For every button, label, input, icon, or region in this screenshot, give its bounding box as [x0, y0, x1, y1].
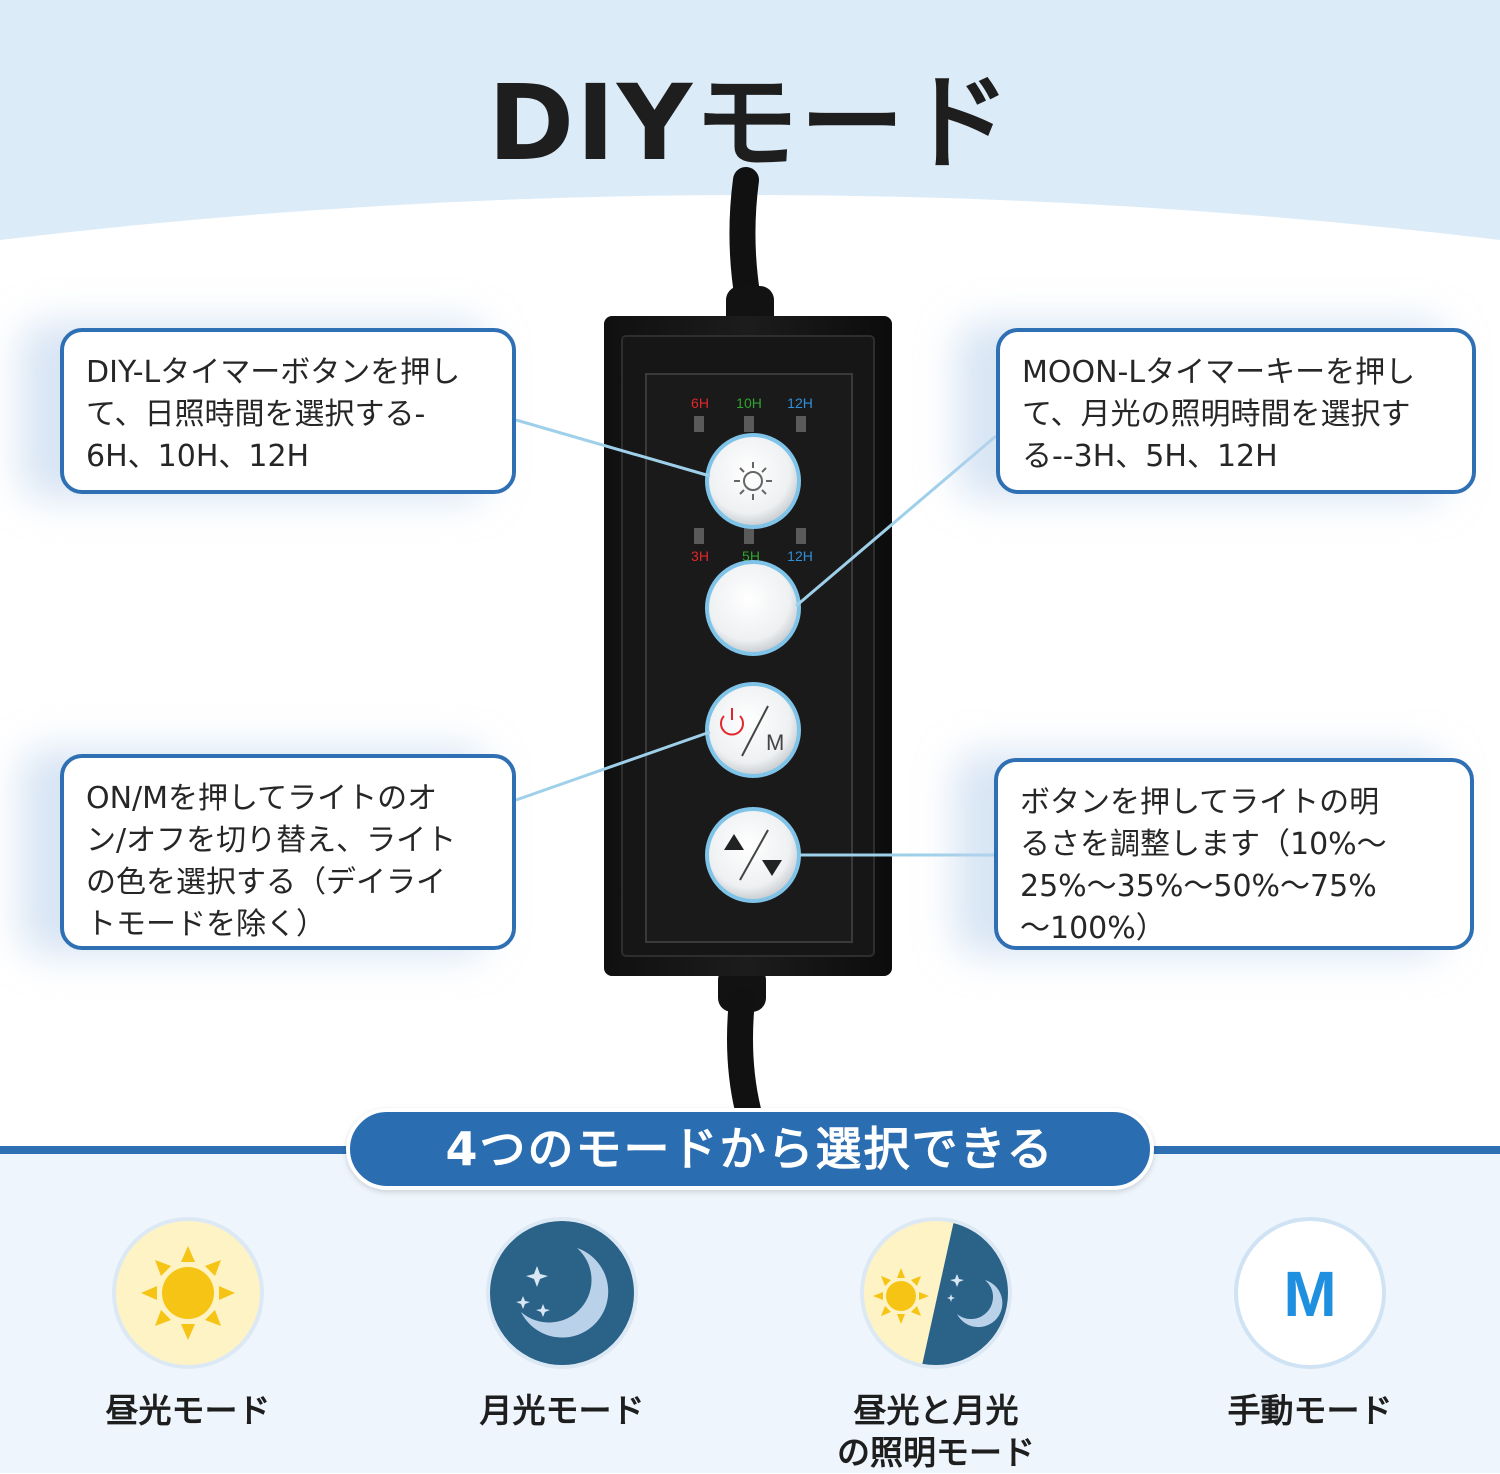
moon-timer-button-hit[interactable]	[707, 562, 799, 654]
callout-line: ン/オフを切り替え、ライト	[86, 823, 457, 858]
timer-label-12h: 12H	[787, 395, 813, 411]
sun-icon	[112, 1217, 264, 1369]
callout-line: るさを調整します（10%～	[1020, 827, 1387, 862]
mode-label: 昼光と月光 の照明モード	[806, 1390, 1066, 1474]
brightness-button-hit[interactable]	[707, 809, 799, 901]
connector-line	[515, 730, 711, 802]
timer-label-6h: 6H	[691, 395, 709, 411]
moon-icon	[486, 1217, 638, 1369]
diy-sun-button-hit[interactable]	[707, 435, 799, 527]
mode-moonlight: 月光モード	[432, 1216, 692, 1432]
on-m-button-hit[interactable]	[707, 684, 799, 776]
callout-line: MOON-Lタイマーキーを押し	[1022, 355, 1416, 390]
arrow-down-icon	[762, 860, 782, 876]
arrow-up-icon	[724, 834, 744, 850]
timer-label-5h: 5H	[742, 548, 760, 564]
led-indicator	[694, 416, 704, 432]
sun-moon-icon	[860, 1217, 1012, 1369]
connector-line	[515, 418, 711, 478]
timer-label-12h: 12H	[787, 548, 813, 564]
led-indicator	[694, 528, 704, 544]
led-indicator	[744, 528, 754, 544]
modes-banner: 4つのモードから選択できる	[346, 1108, 1154, 1190]
led-indicator	[796, 416, 806, 432]
cable-bottom	[727, 987, 761, 1123]
crescent-moon-icon	[957, 1280, 1003, 1328]
callout-diy-timer: DIY-Lタイマーボタンを押し て、日照時間を選択する- 6H、10H、12H	[60, 328, 516, 494]
callout-on-m: ON/Mを押してライトのオ ン/オフを切り替え、ライト の色を選択する（デイライ…	[60, 754, 516, 950]
callout-line: て、月光の照明時間を選択す	[1022, 397, 1411, 432]
callout-moon-timer: MOON-Lタイマーキーを押し て、月光の照明時間を選択す る--3H、5H、1…	[996, 328, 1476, 494]
timer-label-10h: 10H	[736, 395, 762, 411]
sun-outline-icon	[734, 462, 772, 500]
callout-line: て、日照時間を選択する-	[86, 397, 426, 432]
moon-timer-button	[705, 560, 801, 656]
mode-label-line: の照明モード	[837, 1433, 1035, 1472]
mode-label: 昼光モード	[105, 1391, 271, 1430]
brightness-button	[705, 807, 801, 903]
callout-line: ON/Mを押してライトのオ	[86, 781, 438, 816]
timer-label-3h: 3H	[691, 548, 709, 564]
page-title: DIYモード	[487, 62, 1013, 184]
callout-line: る--3H、5H、12H	[1022, 439, 1278, 474]
callout-line: 6H、10H、12H	[86, 439, 310, 474]
mode-label-line: 昼光と月光	[853, 1391, 1019, 1430]
star-icon	[516, 1266, 550, 1317]
led-indicator	[796, 528, 806, 544]
sun-icon	[873, 1268, 929, 1324]
mode-label: 月光モード	[479, 1391, 645, 1430]
callout-line: ボタンを押してライトの明	[1020, 785, 1380, 820]
mode-label: 手動モード	[1227, 1391, 1393, 1430]
manual-m-text: M	[1283, 1258, 1336, 1330]
mode-manual: M 手動モード	[1180, 1216, 1440, 1432]
m-letter-icon: M	[1234, 1217, 1386, 1369]
mode-day-and-moon: 昼光と月光 の照明モード	[806, 1216, 1066, 1474]
callout-line: ～100%）	[1020, 911, 1166, 946]
power-icon	[720, 708, 744, 736]
callout-line: DIY-Lタイマーボタンを押し	[86, 355, 461, 390]
on-m-button: M	[705, 682, 801, 778]
m-letter: M	[766, 730, 784, 755]
diy-sun-button	[705, 433, 801, 529]
connector-line	[795, 434, 997, 608]
callout-line: 25%～35%～50%～75%	[1020, 869, 1377, 904]
callout-line: の色を選択する（デイライ	[86, 865, 446, 900]
cable-top	[729, 167, 761, 313]
callout-line: トモードを除く）	[86, 907, 326, 942]
callout-brightness: ボタンを押してライトの明 るさを調整します（10%～ 25%～35%～50%～7…	[994, 758, 1474, 950]
led-indicator	[744, 416, 754, 432]
mode-daylight: 昼光モード	[58, 1216, 318, 1432]
